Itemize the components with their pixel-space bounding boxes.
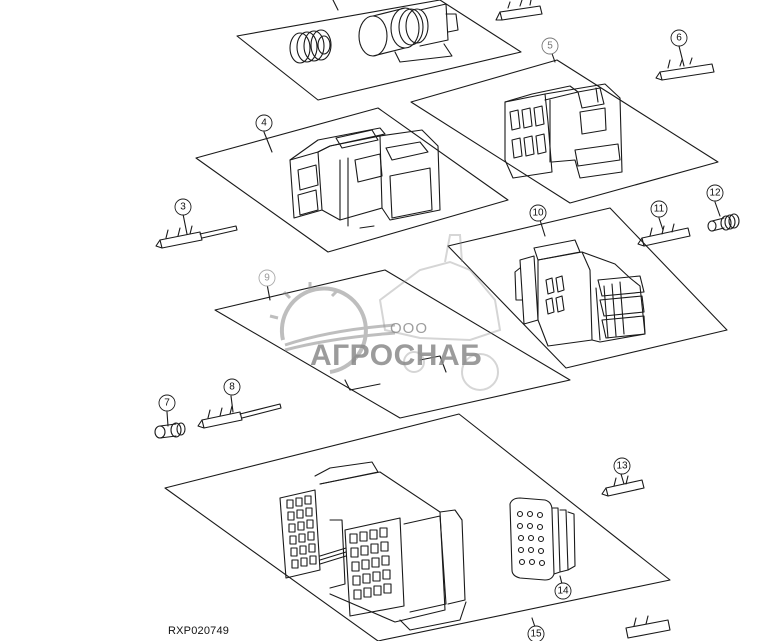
terminal-3-part: [155, 225, 238, 249]
callout-15: 15: [530, 629, 542, 640]
gear-arc: [279, 286, 368, 374]
callout-14: 14: [557, 586, 569, 597]
watermark-prefix: ООО: [390, 320, 429, 337]
pin-grid-left: [286, 495, 317, 569]
callout-11-circle: [650, 200, 668, 218]
callout-5: 5: [547, 41, 553, 52]
callout-14-circle: [554, 582, 572, 600]
harvester-silhouette: [378, 234, 502, 391]
callout-12: 12: [709, 188, 721, 199]
callout-12-circle: [706, 184, 724, 202]
callout-11: 11: [654, 204, 665, 215]
panel-9: [214, 269, 571, 419]
callout-15-circle: [527, 625, 545, 641]
callout-10: 10: [532, 208, 544, 219]
panel-top: [236, 0, 522, 101]
callout-13: 13: [616, 461, 628, 472]
callout-4-circle: [255, 114, 273, 132]
terminal-6-part: [655, 57, 715, 81]
pin-grid-right: [349, 527, 392, 600]
seal-left-part: [289, 29, 332, 64]
panel-15: [164, 413, 671, 641]
callout-5-circle: [541, 37, 559, 55]
connector-4-part: [289, 127, 441, 229]
callout-7-circle: [158, 394, 176, 412]
callout-9-circle: [258, 269, 276, 287]
seal-plug-7-part: [154, 422, 186, 439]
connector-9-part: [344, 355, 447, 391]
terminal-bottom-right: [625, 615, 671, 639]
watermark-name: АГРОСНАБ: [310, 339, 483, 372]
watermark-logo: [269, 282, 396, 374]
callout-3-circle: [174, 198, 192, 216]
callout-6: 6: [676, 33, 682, 44]
panel-5: [410, 59, 719, 204]
seal-plug-12-part: [707, 213, 740, 232]
callout-8: 8: [229, 382, 235, 393]
connector-10-part: [514, 239, 646, 347]
callout-6-circle: [670, 29, 688, 47]
terminal-13-part: [601, 475, 645, 497]
terminal-11-part: [637, 223, 691, 247]
callouts: [158, 29, 724, 641]
connector-5-part: [504, 83, 623, 179]
callout-4: 4: [261, 118, 267, 129]
callout-10-circle: [529, 204, 547, 222]
callout-3: 3: [180, 202, 186, 213]
panel-10: [447, 207, 728, 369]
callout-13-circle: [613, 457, 631, 475]
large-connector-part: [279, 461, 467, 631]
housing-seal-part: [358, 3, 459, 63]
seal-14-part: [509, 497, 576, 581]
callout-7: 7: [164, 398, 170, 409]
terminal-top-right: [495, 0, 543, 21]
callout-9: 9: [264, 273, 270, 284]
figure-code: RXP020749: [168, 625, 230, 637]
panel-4: [195, 107, 509, 253]
callout-8-circle: [223, 378, 241, 396]
terminal-8-part: [197, 403, 282, 429]
